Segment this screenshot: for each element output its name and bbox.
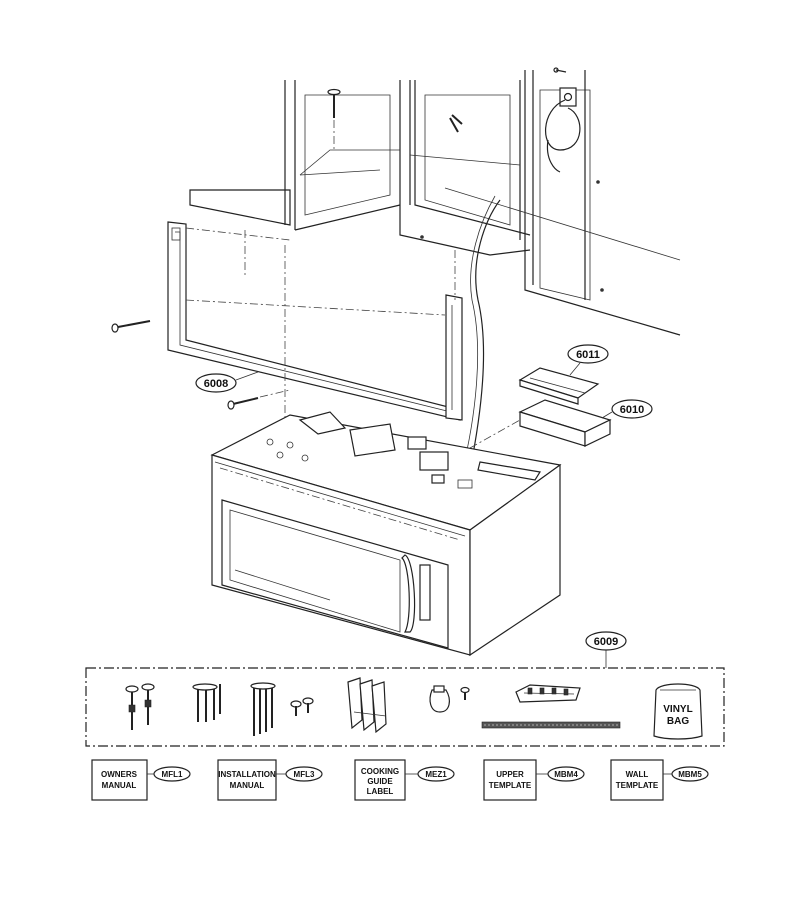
document-code: MEZ1	[425, 770, 447, 779]
callout-6010-label: 6010	[620, 404, 644, 416]
document-label: WALL	[626, 770, 649, 779]
document-label: GUIDE	[367, 777, 393, 786]
installation-kit: VINYL BAG	[85, 667, 725, 747]
document-owners-manual: OWNERS MANUAL MFL1	[91, 759, 191, 801]
cord-clamp	[429, 685, 470, 713]
callout-6008-label: 6008	[204, 378, 228, 390]
document-label: MANUAL	[230, 781, 265, 790]
document-label: TEMPLATE	[489, 781, 532, 790]
callout-6009: 6009	[585, 631, 627, 668]
small-screws	[290, 697, 314, 716]
callout-6008: 6008	[195, 371, 259, 393]
vinyl-bag: VINYL BAG	[653, 683, 703, 740]
vinyl-bag-label-line1: VINYL	[663, 704, 692, 715]
document-label: OWNERS	[101, 770, 138, 779]
callout-6011-label: 6011	[576, 349, 600, 361]
vinyl-bag-label-line2: BAG	[667, 716, 689, 727]
mounting-plate	[111, 221, 463, 440]
document-label: COOKING	[361, 767, 399, 776]
document-wall-template: WALL TEMPLATE MBM5	[610, 759, 709, 801]
spacers	[347, 677, 387, 734]
document-code: MBM5	[678, 770, 702, 779]
document-upper-template: UPPER TEMPLATE MBM4	[483, 759, 585, 801]
power-cord	[469, 199, 501, 471]
document-label: LABEL	[367, 787, 394, 796]
document-cooking-guide-label: COOKING GUIDE LABEL MEZ1	[354, 759, 455, 801]
document-label: MANUAL	[102, 781, 137, 790]
cabinet-screws	[327, 88, 463, 150]
document-code: MFL3	[294, 770, 315, 779]
document-installation-manual: INSTALLATION MANUAL MFL3	[217, 759, 323, 801]
long-screws	[250, 682, 276, 736]
upper-cabinets	[189, 67, 681, 336]
document-code: MFL1	[162, 770, 183, 779]
wood-screws	[192, 683, 221, 722]
callout-6010: 6010	[601, 399, 653, 419]
microwave-oven	[210, 411, 562, 657]
document-label: INSTALLATION	[218, 770, 276, 779]
document-code: MBM4	[554, 770, 578, 779]
callout-6011: 6011	[567, 344, 609, 376]
callout-6009-label: 6009	[594, 636, 618, 648]
documents: OWNERS MANUAL MFL1 INSTALLATION MANUAL M…	[91, 759, 709, 801]
grease-filter	[515, 684, 581, 703]
exhaust-adapter	[469, 399, 612, 449]
filler-strip	[481, 721, 621, 729]
damper	[518, 367, 600, 405]
toggle-bolts	[125, 683, 155, 730]
document-label: TEMPLATE	[616, 781, 659, 790]
document-label: UPPER	[496, 770, 524, 779]
